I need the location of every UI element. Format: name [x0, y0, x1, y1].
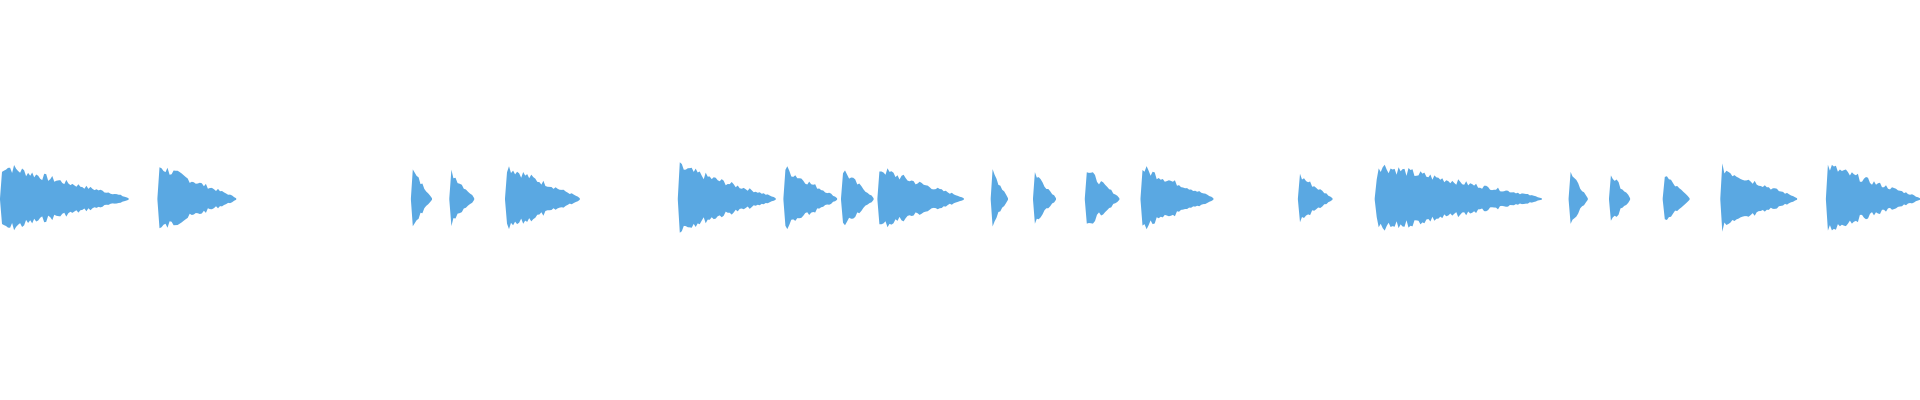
- waveform-pulse: [1568, 171, 1588, 224]
- waveform-pulse: [877, 168, 964, 228]
- waveform-pulse: [677, 162, 776, 233]
- waveform-pulse: [410, 169, 432, 227]
- waveform-pulse: [841, 170, 874, 226]
- waveform-pulse: [1140, 166, 1214, 230]
- waveform-pulse: [783, 166, 838, 230]
- waveform-pulse: [1720, 163, 1798, 232]
- waveform-pulse: [1609, 175, 1631, 221]
- waveform-pulse: [449, 169, 475, 227]
- waveform-pulse: [990, 169, 1008, 227]
- waveform-group: [0, 162, 1920, 233]
- waveform-pulse: [1825, 164, 1920, 231]
- waveform-pulse: [505, 166, 580, 230]
- waveform-pulse: [1297, 173, 1333, 223]
- waveform-pulse: [1662, 176, 1690, 220]
- waveform-pulse: [1084, 172, 1120, 224]
- waveform-pulse: [1374, 164, 1542, 231]
- waveform-pulse: [0, 165, 129, 231]
- waveform-pulse: [1033, 172, 1056, 224]
- waveform-pulse: [157, 167, 237, 229]
